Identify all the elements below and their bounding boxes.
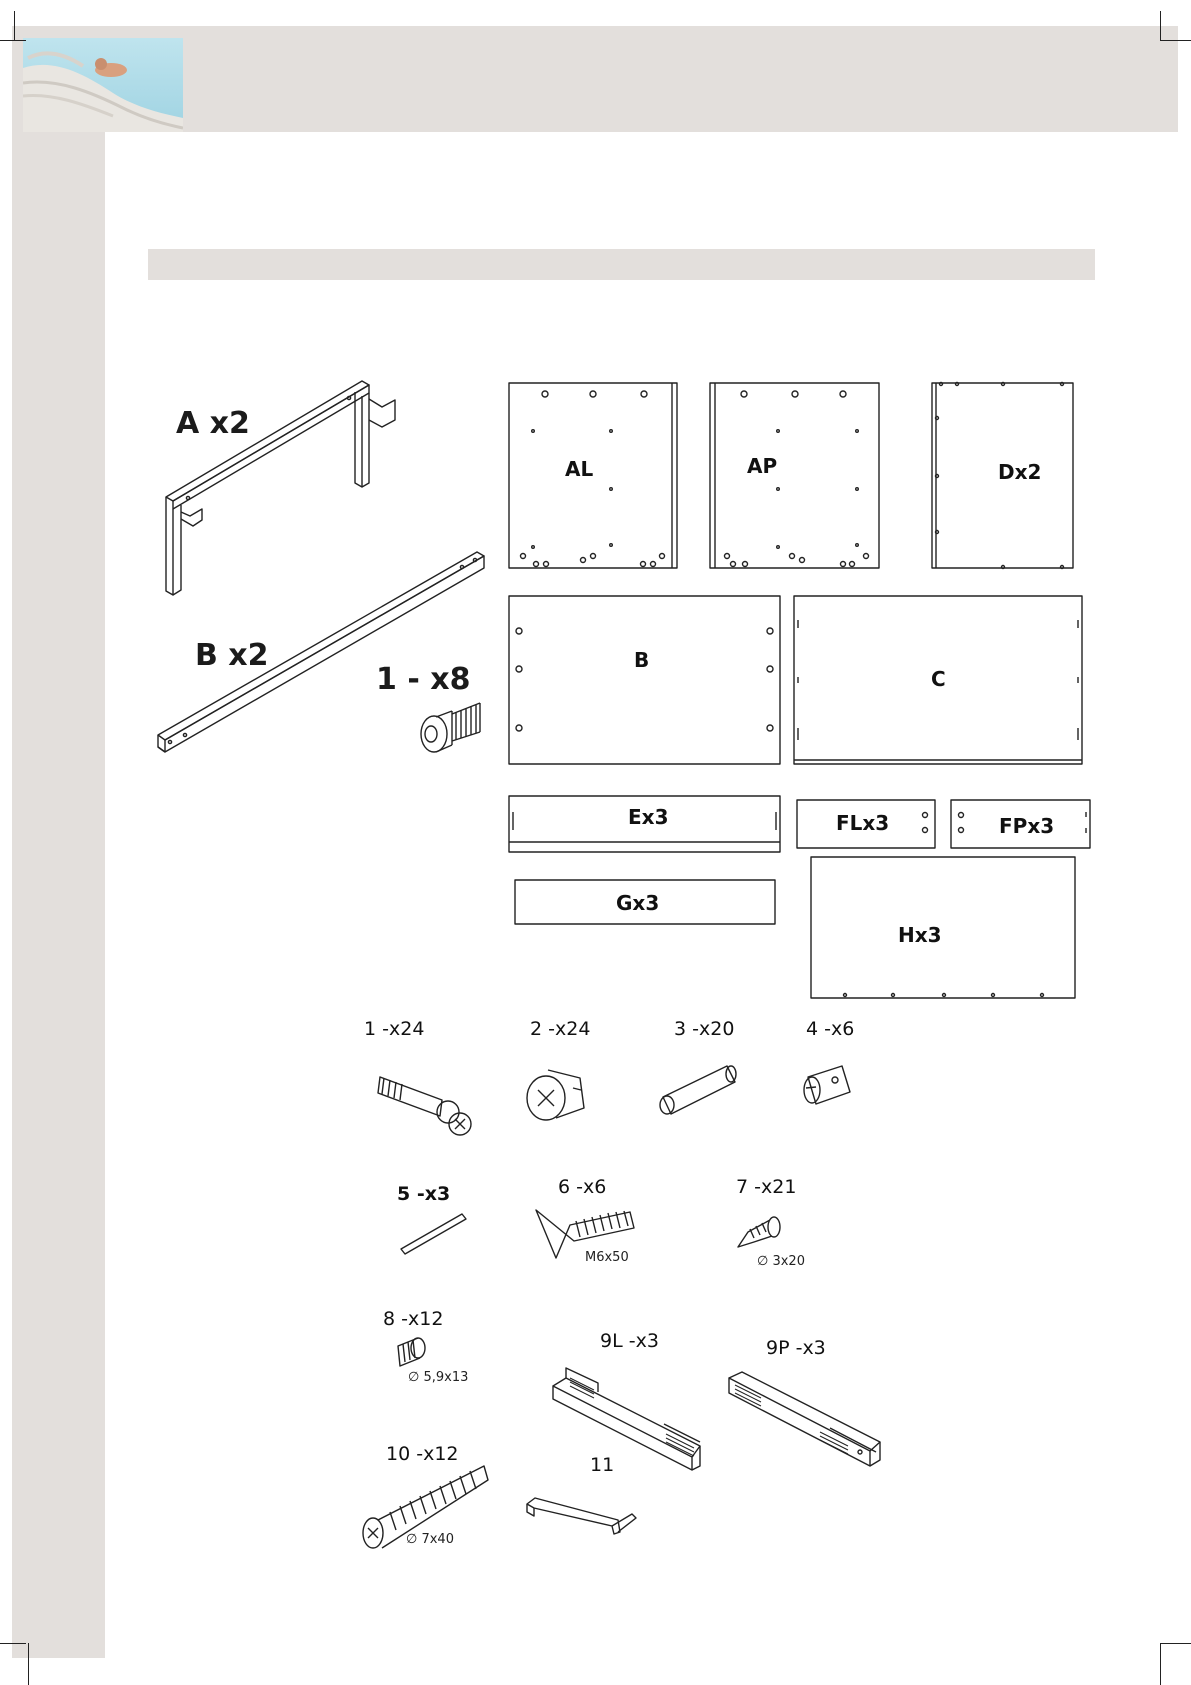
hardware-8-drawing [398, 1338, 425, 1366]
hardware-11-label: 11 [590, 1454, 614, 1476]
hardware-4-drawing [804, 1066, 850, 1104]
frame-a-label: A x2 [176, 406, 250, 441]
hardware-10-dimension: ∅ 7x40 [406, 1532, 454, 1547]
hardware-9l-drawing [553, 1368, 700, 1470]
hardware-7-drawing [738, 1217, 780, 1247]
hardware-1-label: 1 -x24 [364, 1018, 424, 1040]
hardware-9p-drawing [729, 1372, 880, 1466]
hardware-2-label: 2 -x24 [530, 1018, 590, 1040]
panel-b-drawing [509, 596, 780, 764]
hardware-11-drawing [527, 1498, 636, 1534]
hardware-5-label: 5 -x3 [397, 1183, 450, 1205]
hardware-6-label: 6 -x6 [558, 1176, 606, 1198]
panel-g-label: Gx3 [616, 891, 659, 915]
panel-e-label: Ex3 [628, 805, 668, 829]
hardware-7-dimension: ∅ 3x20 [757, 1254, 805, 1269]
screw-1-large-drawing [421, 703, 480, 752]
panel-al-label: AL [565, 457, 593, 481]
hardware-1-drawing [378, 1077, 471, 1135]
panel-ap-drawing [710, 383, 879, 568]
panel-fl-label: FLx3 [836, 811, 889, 835]
hardware-3-drawing [660, 1066, 736, 1114]
hardware-6-dimension: M6x50 [585, 1250, 629, 1265]
panel-h-drawing [811, 857, 1075, 998]
hardware-10-label: 10 -x12 [386, 1443, 459, 1465]
frame-b-label: B x2 [195, 638, 269, 673]
hardware-5-drawing [401, 1214, 466, 1254]
panel-h-label: Hx3 [898, 923, 942, 947]
hardware-4-label: 4 -x6 [806, 1018, 854, 1040]
panel-d-label: Dx2 [998, 460, 1041, 484]
hardware-8-dimension: ∅ 5,9x13 [408, 1370, 468, 1385]
panel-fp-label: FPx3 [999, 814, 1054, 838]
panel-b-label: B [634, 648, 649, 672]
hardware-9p-label: 9P -x3 [766, 1337, 826, 1359]
hardware-8-label: 8 -x12 [383, 1308, 443, 1330]
hardware-9l-label: 9L -x3 [600, 1330, 659, 1352]
panel-ap-label: AP [747, 454, 777, 478]
hardware-7-label: 7 -x21 [736, 1176, 796, 1198]
hardware-3-label: 3 -x20 [674, 1018, 734, 1040]
screw-1-large-label: 1 - x8 [376, 662, 470, 697]
panel-c-label: C [931, 667, 946, 691]
hardware-2-drawing [527, 1070, 584, 1120]
